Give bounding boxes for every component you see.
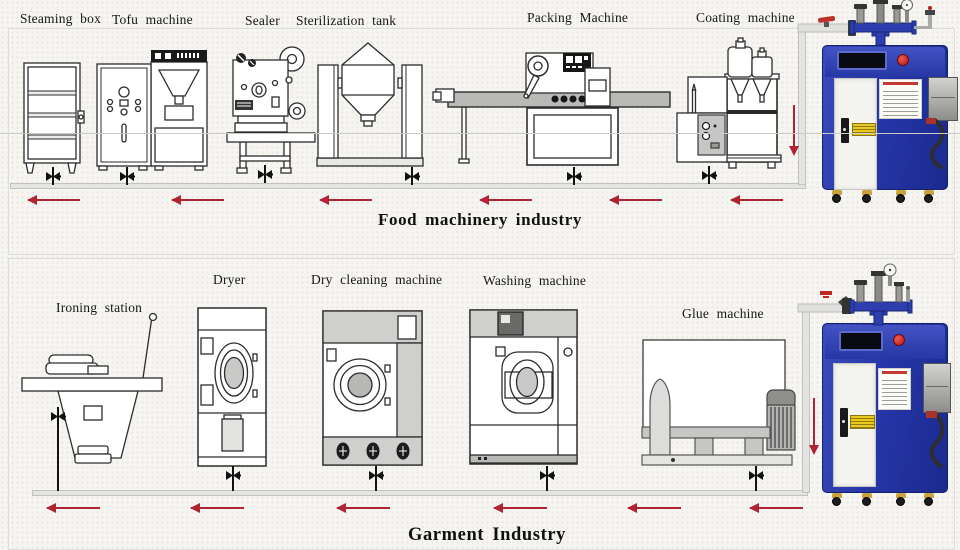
caster-wheel [862,190,872,203]
sterilization-tank-illustration [316,42,424,167]
dryer-illustration [197,307,267,467]
sealer-illustration [226,46,316,174]
label-ironing-station: Ironing station [56,300,143,315]
caster-wheel [896,493,906,506]
steam-valve-icon [566,167,582,185]
generator-top-piping [797,0,935,46]
caster-wheel [832,493,842,506]
steam-flow-arrow [336,502,390,513]
warning-sticker [850,415,875,429]
steam-flow-arrow [190,502,244,513]
steam-flow-arrow [27,194,80,205]
steam-pipe-bottom-vertical [802,310,810,493]
label-glue-machine: Glue machine [682,306,764,321]
label-washing-machine: Washing machine [483,273,587,288]
ironing-station-illustration [21,312,163,464]
dry-cleaning-machine-illustration [322,310,423,466]
steam-valve-icon [45,167,61,185]
coating-machine-illustration [676,37,782,169]
section-title-garment: Garment Industry [407,525,567,545]
control-screen [839,331,883,351]
steam-valve-icon [539,466,555,484]
tofu-machine-illustration [96,50,208,171]
food-machinery-section [8,28,955,255]
emergency-stop-button [893,334,905,346]
valve-stem [57,424,59,491]
emergency-stop-button [897,54,909,66]
control-screen [837,51,887,70]
steam-flow-arrow [609,194,662,205]
steam-valve-icon [225,466,241,484]
steam-valve-icon [257,165,273,183]
steam-pipe-top-vertical [798,30,806,185]
label-sealer: Sealer [245,13,280,28]
label-dryer: Dryer [213,272,246,287]
caster-wheel [924,493,934,506]
steam-valve-icon [368,466,384,484]
steam-flow-arrow [493,502,547,513]
door-lock [841,118,849,143]
spec-label [878,368,911,410]
side-heat-exchanger [923,363,951,413]
valve-stem [546,483,548,491]
steam-flow-arrow [627,502,681,513]
steam-valve-icon [701,166,717,184]
steam-flow-arrow [46,502,100,513]
label-tofu-machine: Tofu machine [112,12,193,27]
label-packing-machine: Packing Machine [527,10,629,25]
section-title-food: Food machinery industry [378,210,582,229]
steam-flow-arrow-down [789,105,799,156]
steam-pipe-bottom-horizontal [32,490,808,496]
caster-wheel [832,190,842,203]
valve-stem [375,483,377,491]
steam-flow-arrow [730,194,783,205]
steam-flow-arrow-down [809,398,819,455]
label-sterilization-tank: Sterilization tank [296,13,397,28]
steam-flow-arrow [319,194,372,205]
valve-stem [755,483,757,491]
steam-valve-icon [404,167,420,185]
steam-valve-icon [119,167,135,185]
washing-machine-illustration [469,309,578,465]
valve-stem [232,483,234,491]
glue-machine-illustration [641,339,796,466]
steaming-box-illustration [23,62,85,174]
spec-label [879,79,922,119]
label-steaming-box: Steaming box [20,11,102,26]
outlet-hose [926,411,945,469]
caster-wheel [896,190,906,203]
steam-valve-icon [50,407,66,425]
caster-wheel [924,190,934,203]
packing-machine-illustration [432,52,671,166]
outlet-hose [926,118,945,170]
generator-top-piping [797,263,913,326]
steam-flow-arrow [479,194,532,205]
caster-wheel [862,493,872,506]
steam-generator [822,323,951,506]
steam-pipe-top-horizontal [10,183,806,189]
warning-sticker [852,123,876,136]
guide-line [0,133,960,134]
steam-generator [822,45,958,203]
door-lock [840,408,848,437]
steam-valve-icon [748,466,764,484]
label-coating-machine: Coating machine [696,10,795,25]
label-dry-cleaning-machine: Dry cleaning machine [311,272,443,287]
side-heat-exchanger [928,77,958,121]
steam-flow-arrow [171,194,224,205]
steam-flow-arrow [749,502,803,513]
